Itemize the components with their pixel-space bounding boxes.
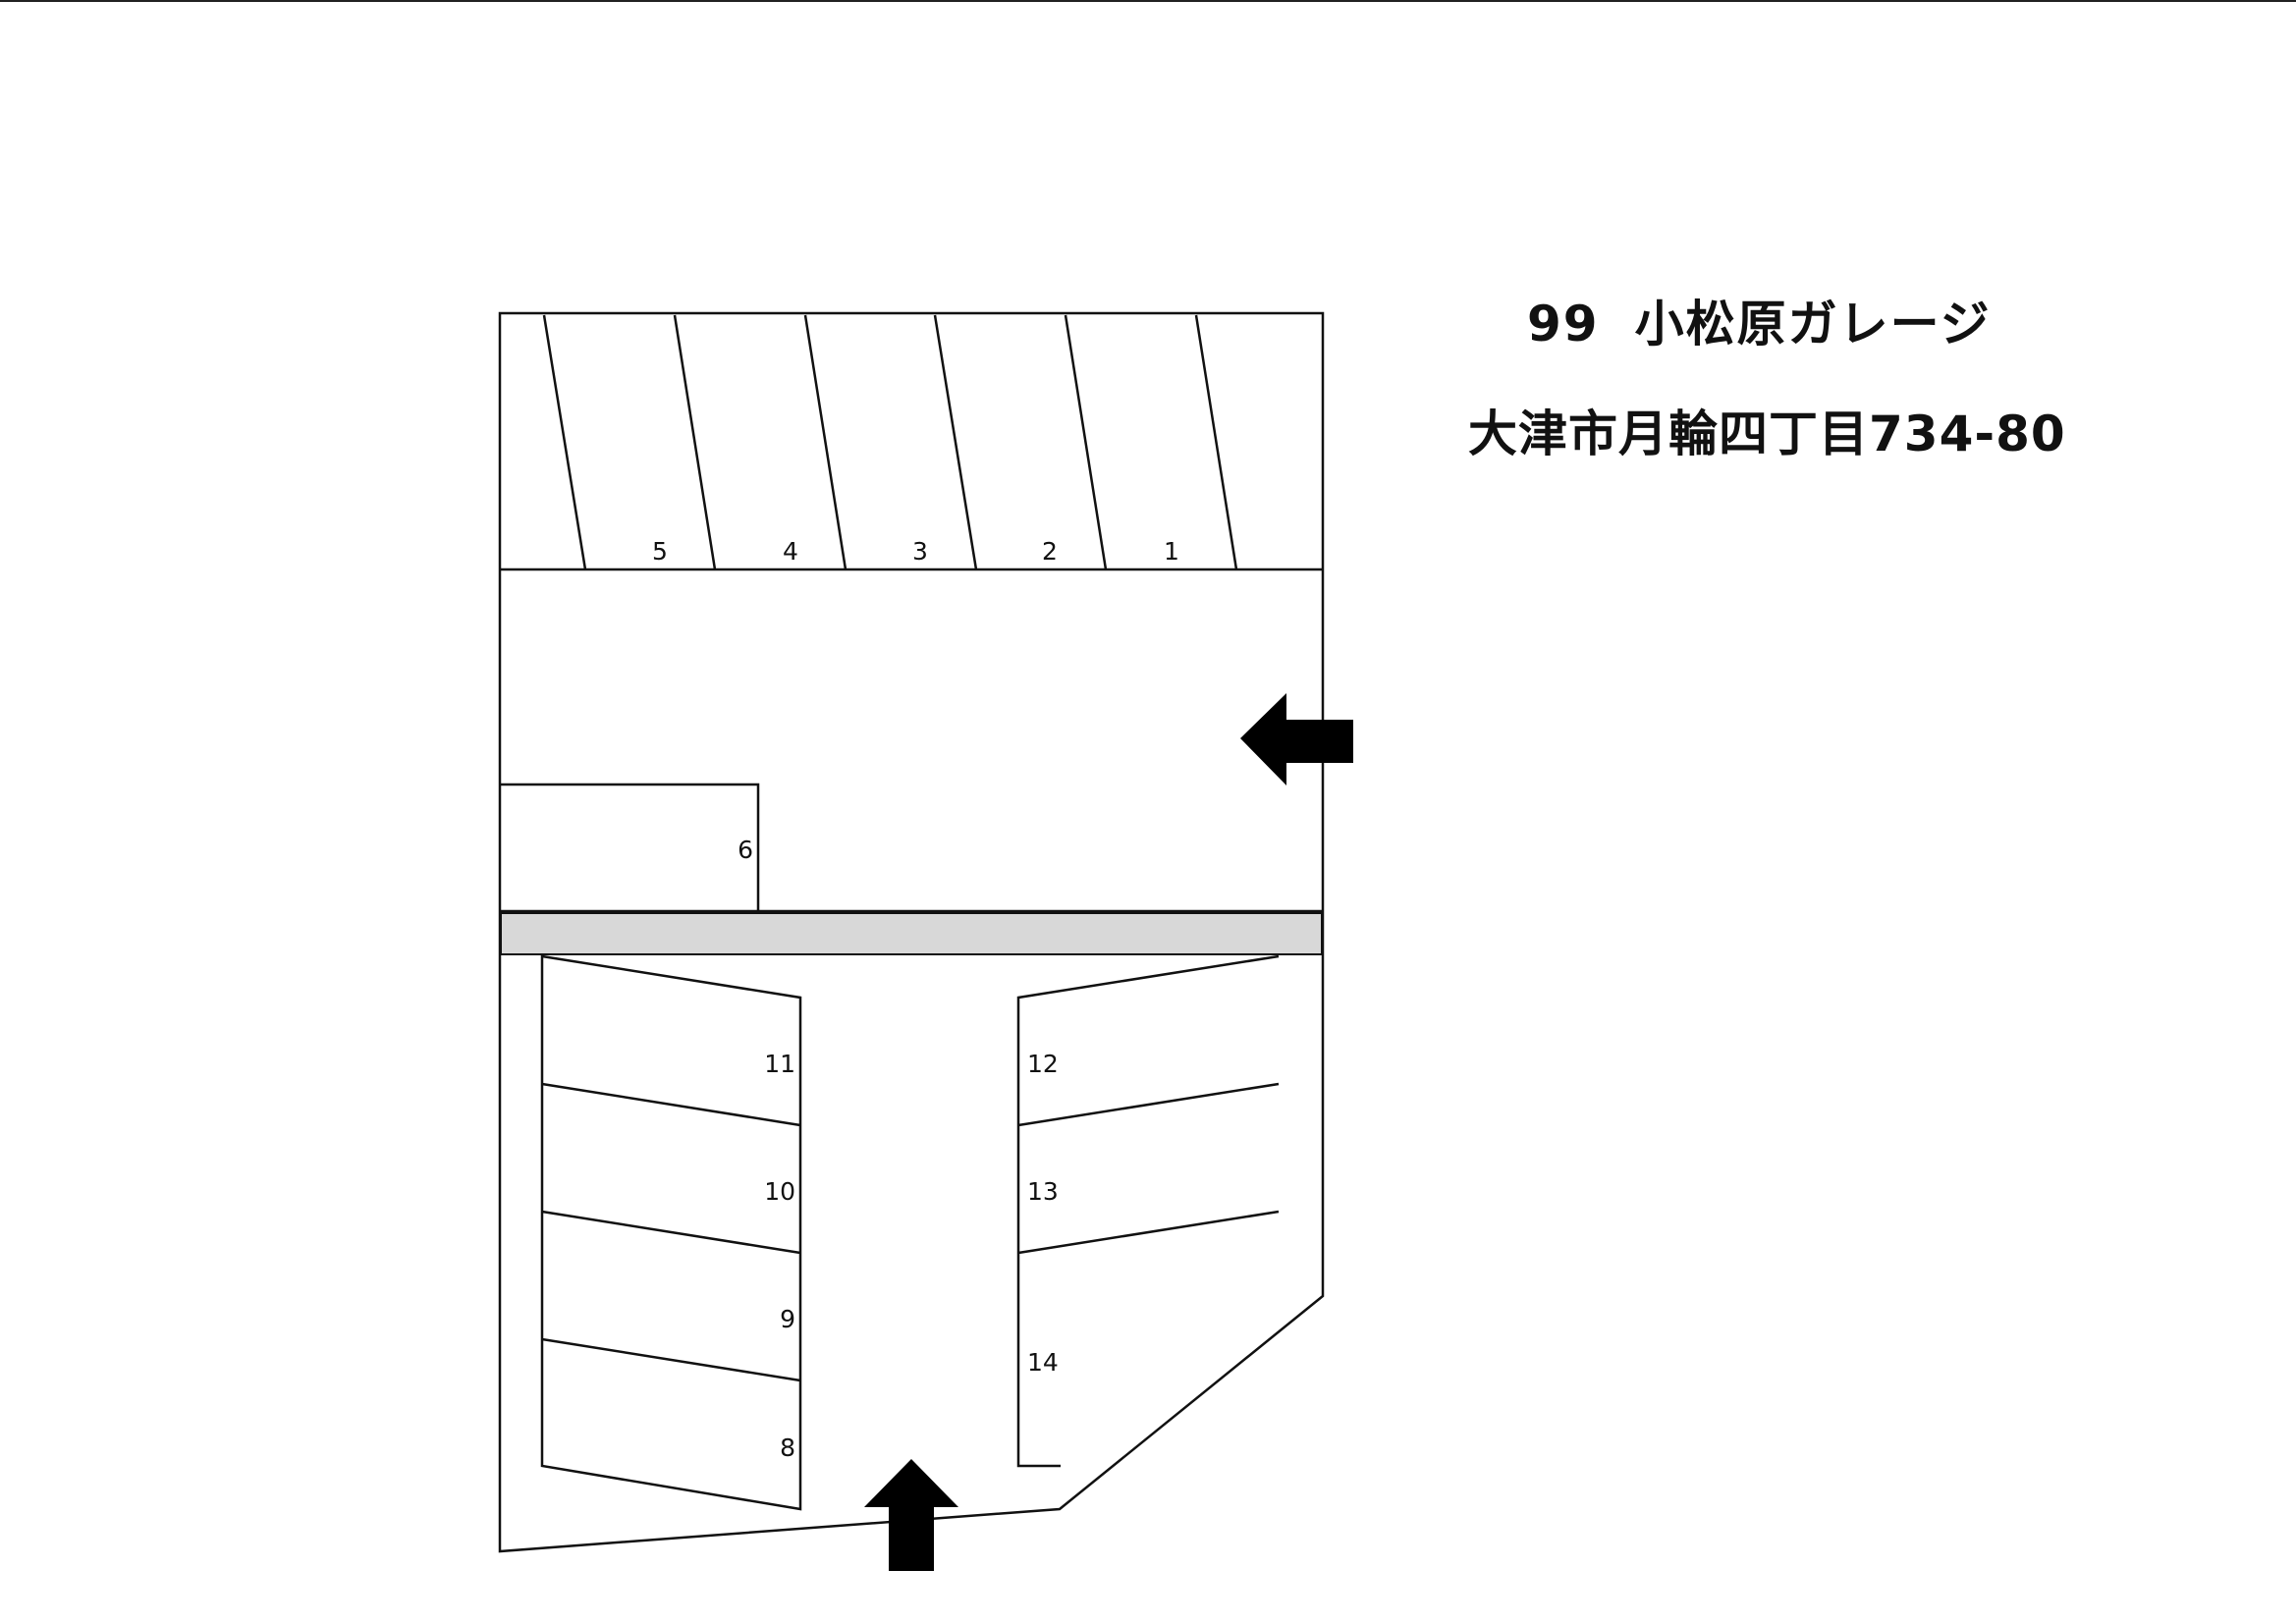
top-stall-line (1194, 314, 1238, 570)
top-stall-line (803, 314, 847, 570)
space-label: 4 (783, 537, 798, 566)
space-label: 5 (652, 537, 668, 566)
space-label: 13 (1027, 1177, 1059, 1206)
lot-name: 小松原ガレージ (1634, 296, 1992, 352)
left-stall-line (541, 1337, 801, 1382)
arrow-up-icon (864, 1459, 958, 1571)
space-label: 1 (1164, 537, 1179, 566)
left-stall-line (541, 1082, 801, 1127)
space-label: 3 (912, 537, 928, 566)
right-stall-line (1017, 1082, 1280, 1127)
top-stall-line (673, 314, 717, 570)
space-label: 9 (780, 1305, 795, 1333)
stall-6-outline (500, 783, 760, 911)
top-stall-line (542, 314, 587, 570)
space-label: 14 (1027, 1348, 1059, 1377)
space-label: 6 (738, 836, 753, 864)
top-stall-line (1064, 314, 1108, 570)
right-stall-block (1016, 954, 1280, 1468)
page-top-border (0, 0, 2296, 2)
top-stall-line (933, 314, 978, 570)
lot-outline (498, 311, 1325, 1553)
divider-strip (500, 912, 1323, 955)
space-label: 10 (764, 1177, 795, 1206)
left-stall-line (541, 1210, 801, 1255)
right-stall-line (1017, 1210, 1280, 1255)
page-title: 99 小松原ガレージ (1527, 285, 1992, 355)
lot-address: 大津市月輪四丁目734-80 (1468, 406, 2066, 462)
lot-number: 99 (1527, 296, 1600, 352)
space-label: 12 (1027, 1050, 1059, 1078)
space-label: 8 (780, 1434, 795, 1462)
arrow-left-icon (1240, 693, 1353, 785)
left-stall-block (540, 954, 802, 1511)
space-label: 2 (1042, 537, 1058, 566)
space-label: 11 (764, 1050, 795, 1078)
